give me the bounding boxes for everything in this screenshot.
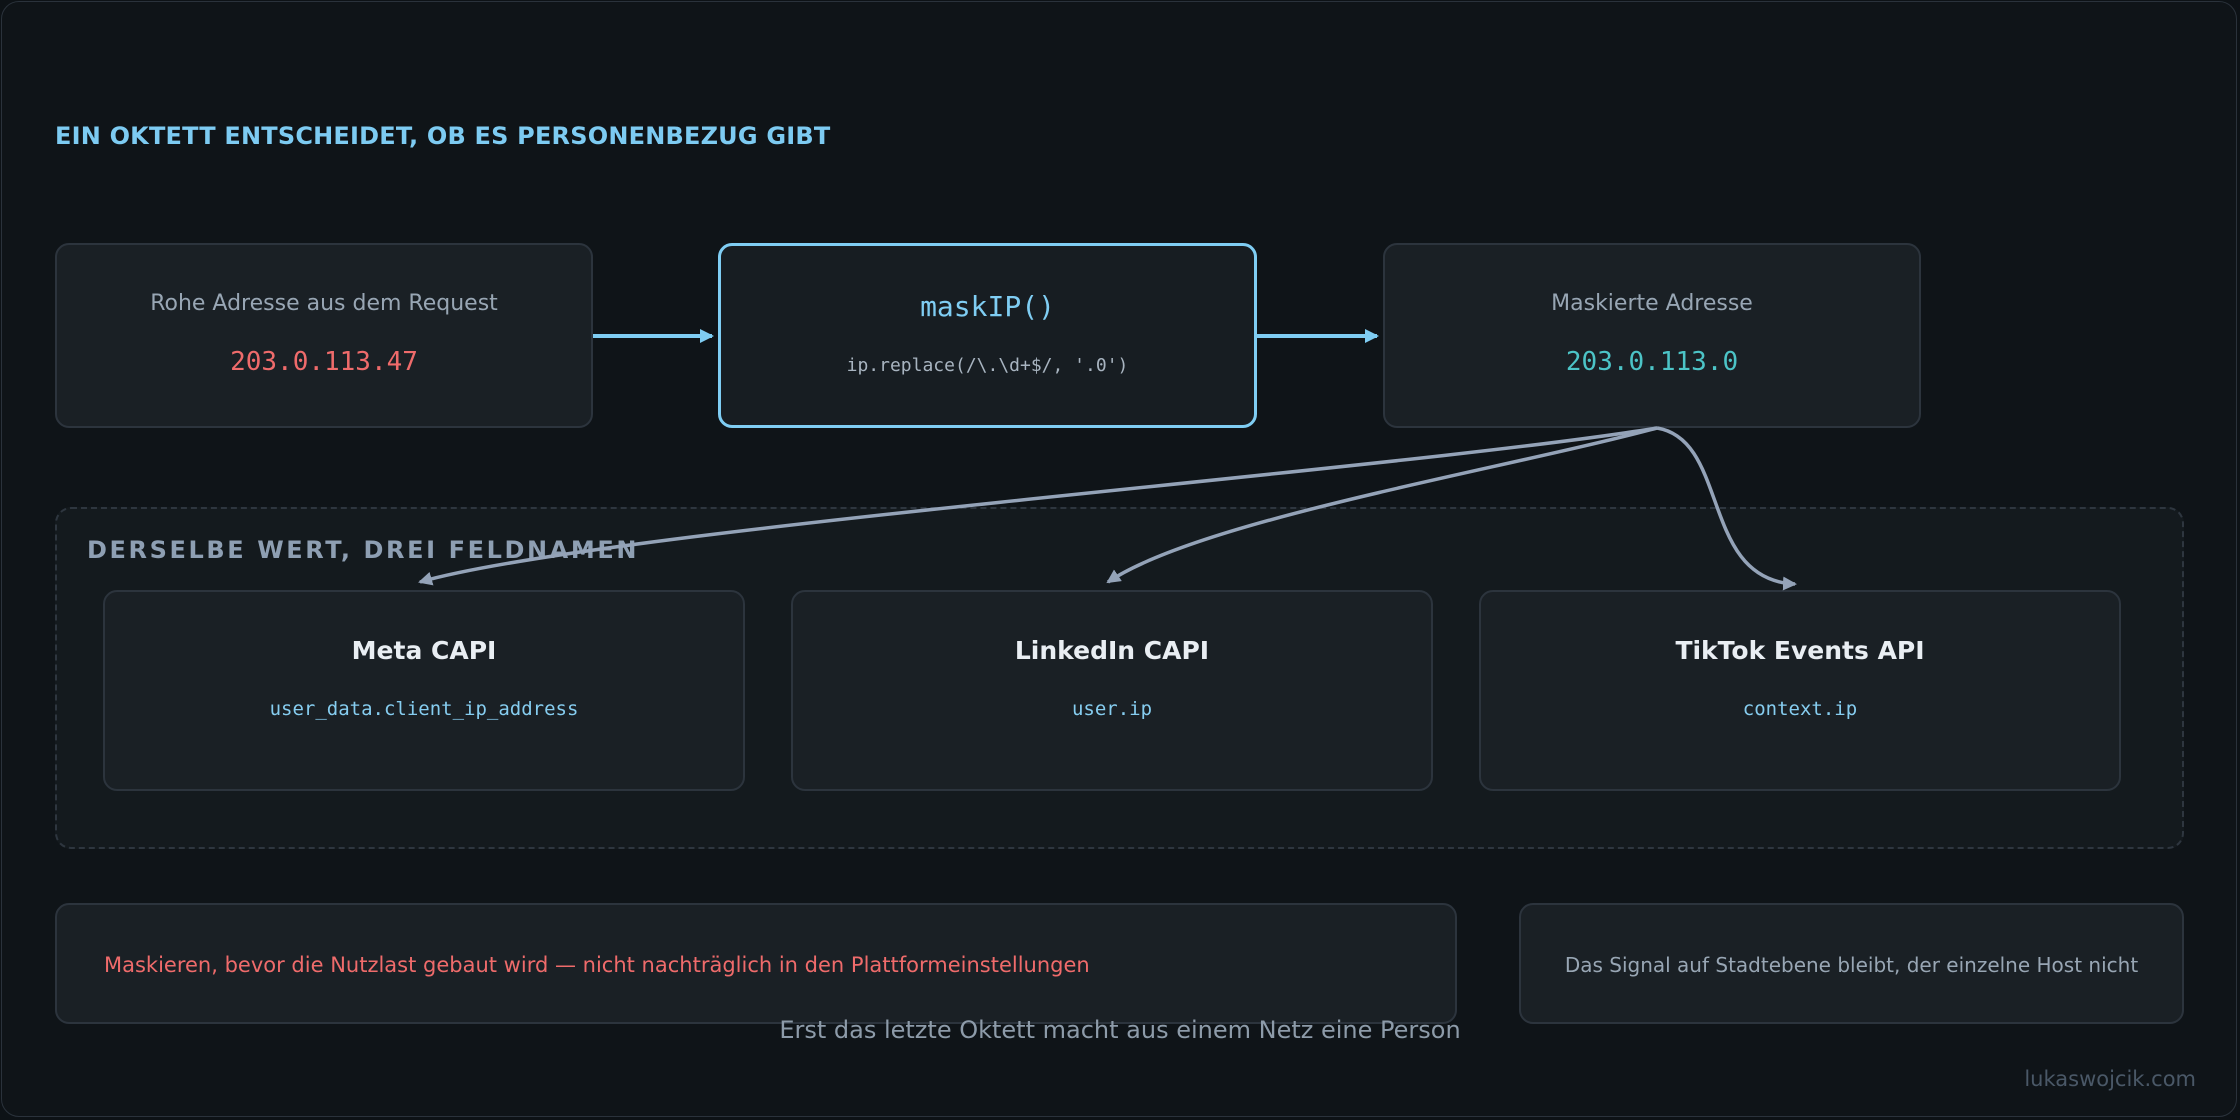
credit-link[interactable]: lukaswojcik.com: [2024, 1067, 2196, 1091]
footnote: Erst das letzte Oktett macht aus einem N…: [779, 1016, 1461, 1044]
target-name: Meta CAPI: [351, 636, 497, 665]
mask-function-box: maskIP() ip.replace(/\.\d+$/, '.0'): [718, 243, 1257, 428]
masked-address-value: 203.0.113.0: [1565, 347, 1739, 377]
target-field: context.ip: [1742, 698, 1858, 720]
raw-address-box: Rohe Adresse aus dem Request 203.0.113.4…: [55, 243, 593, 428]
info-note-text: Das Signal auf Stadtebene bleibt, der ei…: [1564, 953, 2139, 977]
target-group-title: DERSELBE WERT, DREI FELDNAMEN: [87, 536, 640, 564]
target-field: user.ip: [1071, 698, 1153, 720]
raw-address-label: Rohe Adresse aus dem Request: [150, 291, 498, 316]
target-card-tiktok: TikTok Events API context.ip: [1479, 590, 2121, 791]
target-name: TikTok Events API: [1675, 636, 1925, 665]
target-field: user_data.client_ip_address: [269, 698, 579, 720]
raw-address-value: 203.0.113.47: [230, 347, 418, 377]
target-card-linkedin: LinkedIn CAPI user.ip: [791, 590, 1433, 791]
arrow-masked-to-meta: [418, 426, 1658, 586]
diagram-title: EIN OKTETT ENTSCHEIDET, OB ES PERSONENBE…: [55, 122, 831, 150]
masked-address-label: Maskierte Adresse: [1551, 291, 1753, 316]
target-name: LinkedIn CAPI: [1014, 636, 1210, 665]
mask-function-code: ip.replace(/\.\d+$/, '.0'): [846, 355, 1129, 376]
mask-function-name: maskIP(): [920, 290, 1055, 323]
masked-address-box: Maskierte Adresse 203.0.113.0: [1383, 243, 1921, 428]
info-note: Das Signal auf Stadtebene bleibt, der ei…: [1519, 903, 2184, 1024]
arrow-masked-to-linkedin: [1106, 426, 1658, 584]
warning-note: Maskieren, bevor die Nutzlast gebaut wir…: [55, 903, 1457, 1024]
target-card-meta: Meta CAPI user_data.client_ip_address: [103, 590, 745, 791]
warning-note-text: Maskieren, bevor die Nutzlast gebaut wir…: [104, 953, 1090, 977]
arrow-masked-to-tiktok: [1656, 426, 1797, 591]
